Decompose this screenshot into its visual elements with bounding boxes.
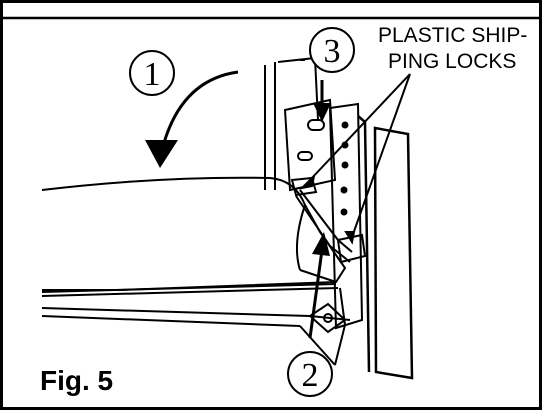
step-3-badge: 3: [309, 27, 355, 73]
arrow-step-3: [313, 80, 331, 122]
step-2-number: 2: [302, 357, 319, 394]
side-panel: [357, 115, 414, 380]
callout-line-2: PING LOCKS: [388, 50, 516, 73]
figure-label: Fig. 5: [40, 365, 113, 396]
ironing-board: [41, 176, 347, 297]
callout-leaders: [298, 73, 411, 245]
shipping-lock-upper: [290, 176, 318, 197]
step-1-number: 1: [144, 56, 161, 93]
arrow-step-2: [308, 232, 330, 339]
support-arm: [41, 189, 353, 366]
step-2-badge: 2: [287, 351, 333, 397]
rotation-arrow: [145, 70, 239, 168]
step-1-badge: 1: [129, 50, 175, 96]
callout-line-1: PLASTIC SHIP-: [378, 24, 527, 47]
mounting-bracket: [297, 102, 364, 330]
step-3-number: 3: [324, 33, 341, 70]
